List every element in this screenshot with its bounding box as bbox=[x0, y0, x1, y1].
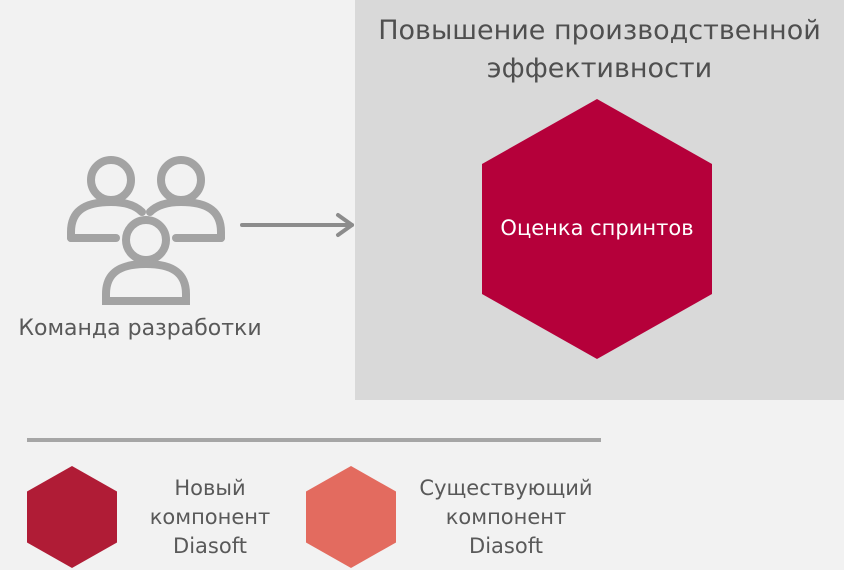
new-component-hexagon bbox=[27, 466, 117, 568]
new-component-legend-label: Новый компонент Diasoft bbox=[120, 474, 300, 561]
panel-title: Повышение производственной эффективности bbox=[355, 12, 844, 88]
existing-component-line-2: компонент bbox=[445, 505, 567, 529]
panel-title-line-2: эффективности bbox=[486, 53, 713, 84]
arrow-right-icon bbox=[240, 213, 354, 237]
sprint-evaluation-label: Оценка спринтов bbox=[500, 216, 694, 240]
sprint-evaluation-hexagon bbox=[482, 99, 712, 359]
existing-component-hexagon bbox=[306, 466, 396, 568]
new-component-line-1: Новый bbox=[174, 476, 246, 500]
legend-divider bbox=[27, 438, 601, 442]
existing-component-line-3: Diasoft bbox=[469, 534, 543, 558]
panel-title-line-1: Повышение производственной bbox=[378, 15, 821, 46]
new-component-line-2: компонент bbox=[149, 505, 271, 529]
team-label: Команда разработки bbox=[18, 316, 262, 341]
people-group-icon bbox=[67, 156, 225, 305]
new-component-line-3: Diasoft bbox=[173, 534, 247, 558]
existing-component-legend-label: Существующий компонент Diasoft bbox=[396, 474, 616, 561]
existing-component-line-1: Существующий bbox=[419, 476, 593, 500]
